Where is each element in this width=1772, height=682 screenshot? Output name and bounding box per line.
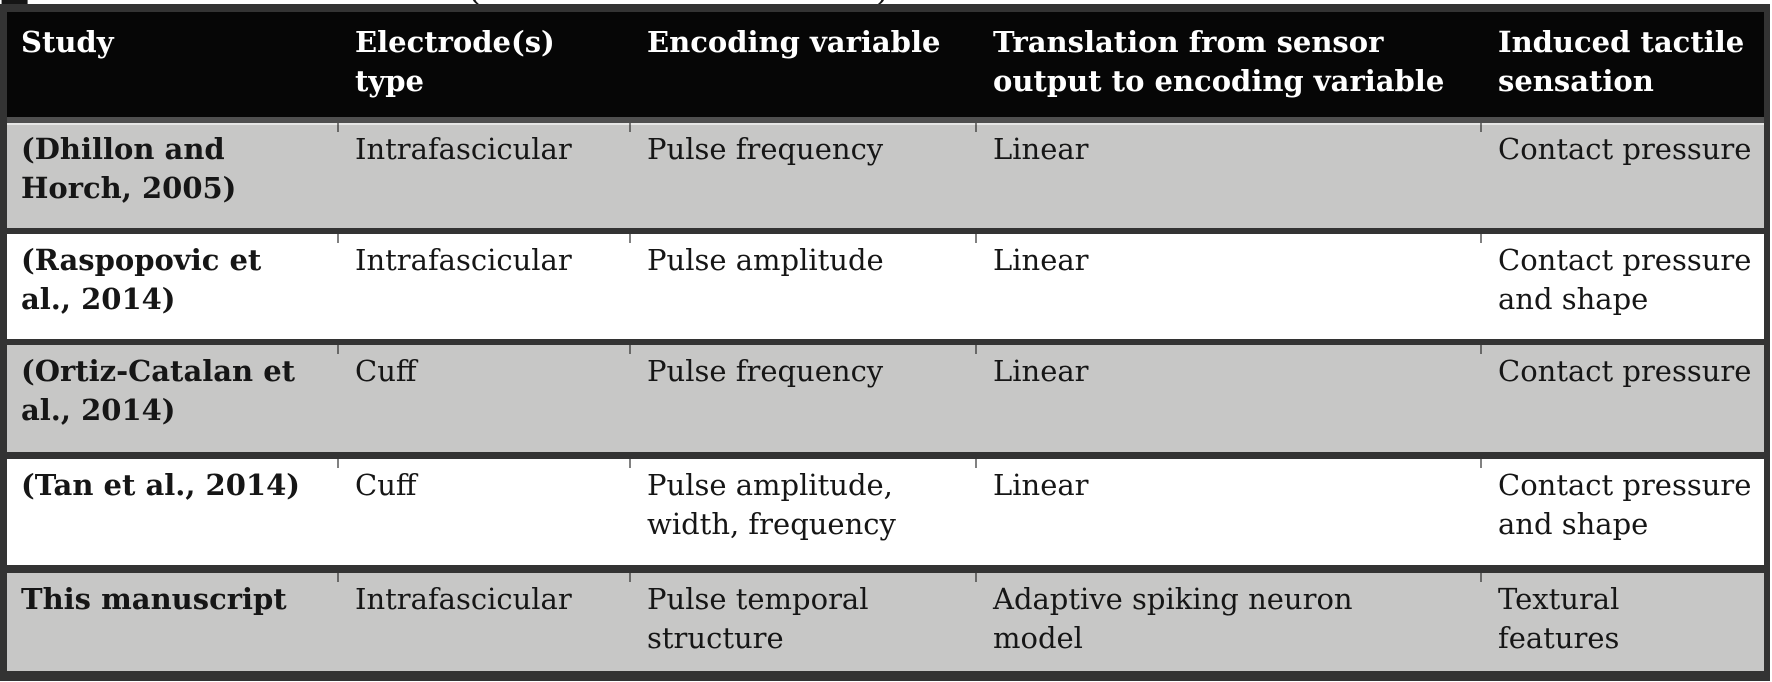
cell-induced-sensation: Contact pressure: [1480, 345, 1764, 452]
cell-study: (Ortiz-Catalan et al., 2014): [21, 354, 296, 427]
cropped-text-fragment: ▄: [2, 0, 27, 4]
table-row-this-manuscript: This manuscript Intrafascicular Pulse te…: [7, 565, 1764, 671]
cell-translation-method: Linear: [975, 459, 1480, 565]
header-cell-electrode-type: Electrode(s) type: [355, 25, 555, 98]
table-row-dhillon-horch-2005: (Dhillon and Horch, 2005) Intrafascicula…: [7, 117, 1764, 228]
cell-electrode-type: Cuff: [337, 459, 629, 565]
cropped-line-above-table: ▄ ( ): [0, 0, 1772, 4]
cell-encoding-variable: Pulse frequency: [629, 345, 975, 452]
cell-study: (Raspopovic et al., 2014): [21, 243, 262, 316]
cell-study: This manuscript: [21, 582, 287, 616]
cell-translation-method: Adaptive spiking neuron model: [975, 573, 1480, 671]
cell-encoding-variable: Pulse frequency: [629, 123, 975, 228]
cropped-text-fragment: ): [876, 0, 889, 4]
cell-induced-sensation: Contact pressure and shape: [1480, 234, 1764, 339]
cell-study: (Dhillon and Horch, 2005): [21, 132, 237, 205]
header-cell-translation: Translation from sensor output to encodi…: [993, 25, 1445, 98]
table-row-tan-2014: (Tan et al., 2014) Cuff Pulse amplitude,…: [7, 452, 1764, 565]
cropped-text-fragment: (: [468, 0, 481, 4]
table-header-row: Study Electrode(s) type Encoding variabl…: [7, 12, 1764, 117]
header-cell-encoding-variable: Encoding variable: [647, 25, 941, 59]
table-row-ortiz-catalan-2014: (Ortiz-Catalan et al., 2014) Cuff Pulse …: [7, 339, 1764, 452]
cell-electrode-type: Intrafascicular: [337, 234, 629, 339]
header-cell-study: Study: [21, 25, 114, 59]
study-comparison-table: Study Electrode(s) type Encoding variabl…: [0, 4, 1770, 681]
cell-induced-sensation: Contact pressure: [1480, 123, 1764, 228]
cell-study: (Tan et al., 2014): [21, 468, 300, 502]
cell-induced-sensation: Textural features: [1480, 573, 1764, 671]
cell-electrode-type: Cuff: [337, 345, 629, 452]
cell-induced-sensation: Contact pressure and shape: [1480, 459, 1764, 565]
header-cell-induced-sensation: Induced tactile sensation: [1498, 25, 1745, 98]
cell-translation-method: Linear: [975, 234, 1480, 339]
cell-translation-method: Linear: [975, 345, 1480, 452]
table-row-raspopovic-2014: (Raspopovic et al., 2014) Intrafascicula…: [7, 228, 1764, 339]
cell-translation-method: Linear: [975, 123, 1480, 228]
cell-electrode-type: Intrafascicular: [337, 123, 629, 228]
cell-encoding-variable: Pulse amplitude: [629, 234, 975, 339]
cell-encoding-variable: Pulse temporal structure: [629, 573, 975, 671]
cell-encoding-variable: Pulse amplitude, width, frequency: [629, 459, 975, 565]
cell-electrode-type: Intrafascicular: [337, 573, 629, 671]
